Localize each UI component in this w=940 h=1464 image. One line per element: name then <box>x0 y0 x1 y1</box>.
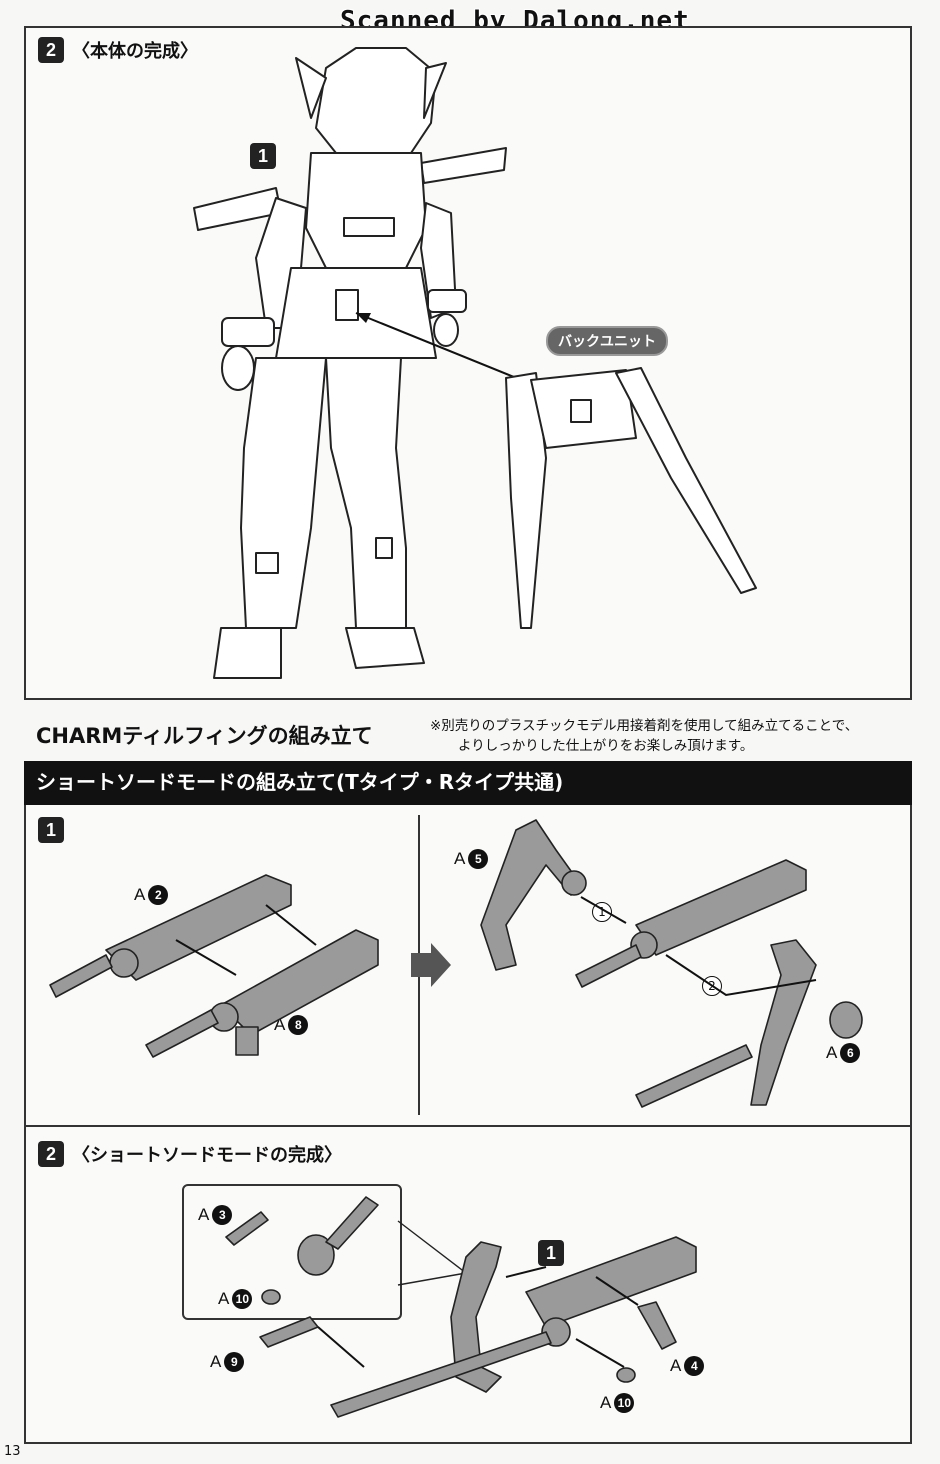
charm-heading: CHARMティルフィングの組み立て <box>36 724 373 748</box>
step1-sword-parts-illustration <box>49 819 863 1108</box>
section-bar-short-sword-assembly: ショートソードモードの組み立て(Tタイプ・Rタイプ共通) <box>24 761 912 805</box>
adhesive-note: ※別売りのプラスチックモデル用接着剤を使用して組み立てることで、 よりしっかりし… <box>430 716 858 756</box>
step2-sub-badge: 1 <box>538 1240 564 1266</box>
step2-badge: 2 <box>38 1141 64 1167</box>
step2-sword-completion-illustration <box>225 1196 697 1418</box>
page-number: 13 <box>4 1444 21 1459</box>
adhesive-note-line2: よりしっかりした仕上がりをお楽しみ頂けます。 <box>458 738 754 754</box>
step-title: 〈本体の完成〉 <box>72 41 198 62</box>
figure-back-view-illustration <box>193 47 757 679</box>
adhesive-note-line1: ※別売りのプラスチックモデル用接着剤を使用して組み立てることで、 <box>430 718 859 734</box>
step-header: 2 〈本体の完成〉 <box>38 37 198 63</box>
step1-badge: 1 <box>38 817 64 843</box>
step-number-badge: 2 <box>38 37 64 63</box>
step2-title: 〈ショートソードモードの完成〉 <box>72 1145 342 1166</box>
step2-header: 2 〈ショートソードモードの完成〉 <box>38 1141 342 1167</box>
sub-step-badge: 1 <box>250 143 276 169</box>
body-completion-panel: 2 〈本体の完成〉 1 バックユニット <box>24 26 912 700</box>
back-unit-callout: バックユニット <box>546 326 668 356</box>
